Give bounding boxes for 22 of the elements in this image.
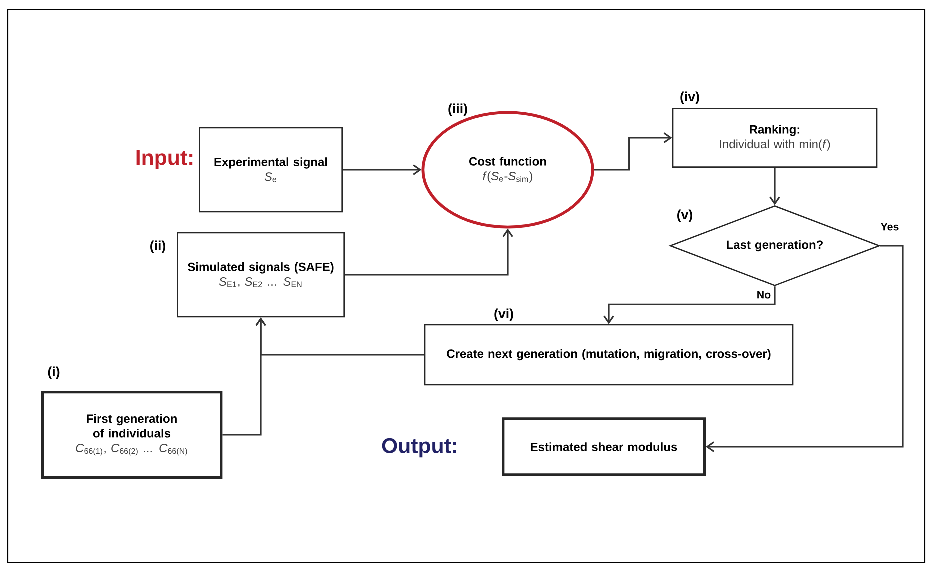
process-box: Estimated shear modulus — [502, 418, 706, 476]
arrow — [604, 286, 776, 324]
process-box: Experimental signal S$_{e}$ — [199, 127, 343, 213]
process-box: Ranking: Individual with min(f) — [672, 108, 878, 168]
arrow — [343, 164, 422, 176]
arrow — [770, 168, 780, 206]
edge-label: No — [758, 291, 771, 299]
process-box: Simulated signals (SAFE) S$_{E1}$, S$_{E2}$ ... S$_{EN}$ — [177, 232, 345, 318]
arrow — [706, 245, 904, 452]
step-number: (ii) — [150, 240, 166, 254]
edge-label: Yes — [880, 223, 899, 231]
arrow — [256, 318, 424, 356]
step-number: (i) — [48, 366, 60, 380]
process-box: Create next generation (mutation, migration, cross-over) — [424, 324, 794, 386]
heading: Output: — [382, 438, 456, 458]
arrow — [345, 228, 514, 276]
step-number: (iv) — [680, 92, 700, 104]
step-number: (v) — [678, 210, 692, 222]
arrow — [594, 132, 672, 171]
process-box: First generation of individuals C$_{66(1)}$, C$_{66(2)}$ ... C$_{66(N)}$ — [41, 391, 223, 479]
heading: Input: — [136, 150, 193, 170]
step-number: (vi) — [494, 308, 514, 322]
